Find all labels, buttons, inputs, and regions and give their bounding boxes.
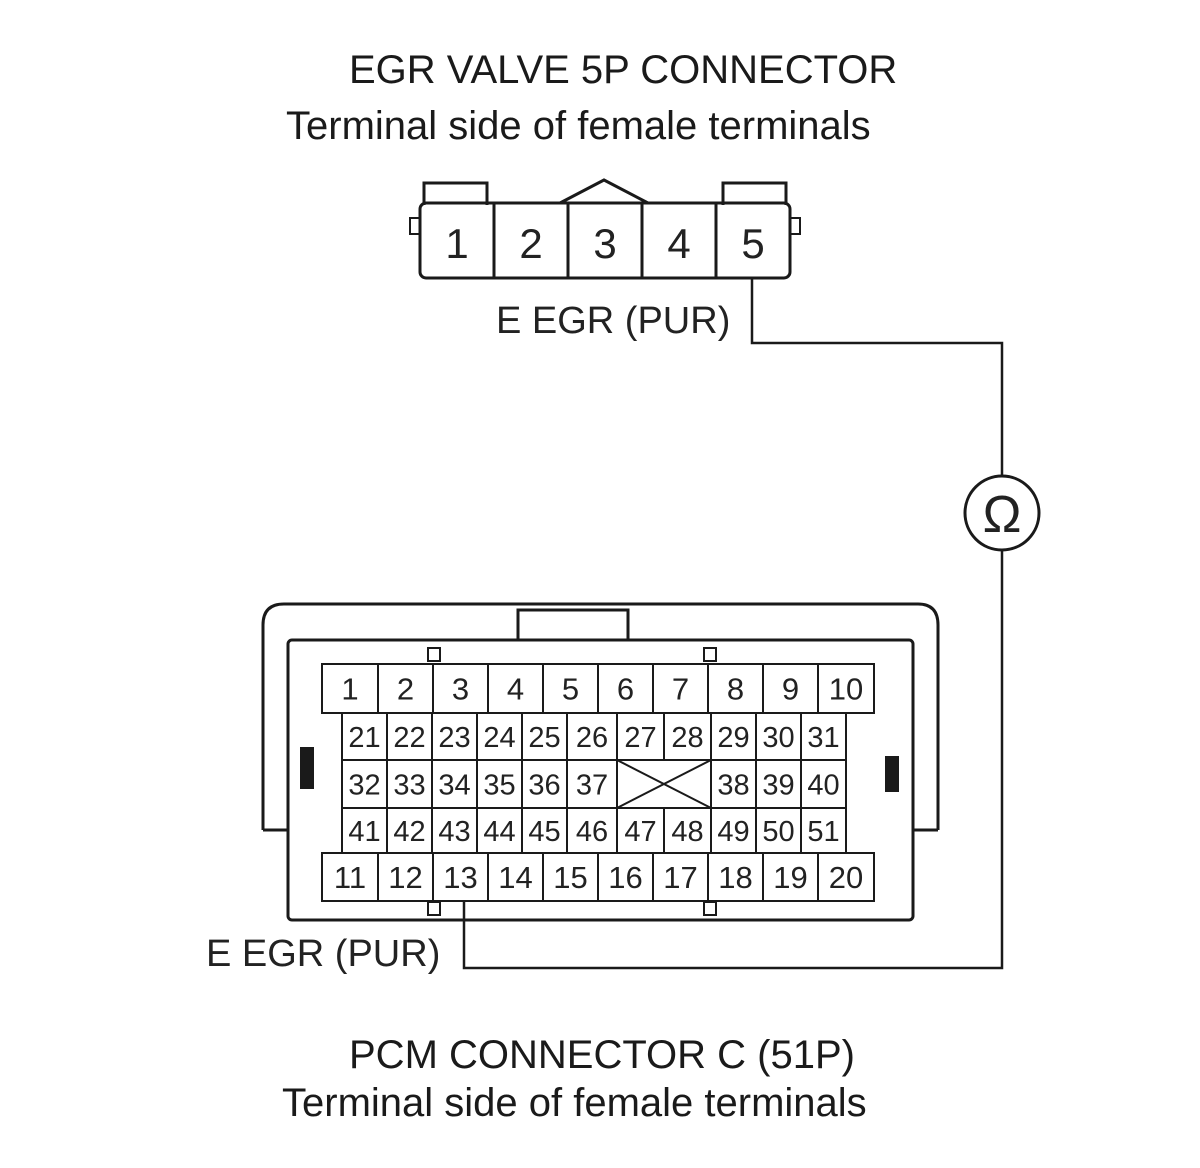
- test-wiring: [462, 278, 1004, 970]
- pcm-key-mark: [703, 901, 717, 916]
- pcm-terminal-49: 49: [717, 816, 749, 848]
- pcm-terminal-40: 40: [807, 769, 839, 801]
- pcm-terminal-18: 18: [718, 860, 752, 895]
- pcm-key-mark: [703, 647, 717, 662]
- pcm-terminal-11: 11: [334, 860, 366, 895]
- pcm-terminal-35: 35: [483, 769, 515, 801]
- pcm-left-latch: [300, 747, 314, 789]
- pcm-terminal-8: 8: [727, 672, 744, 707]
- pcm-terminal-20: 20: [829, 860, 863, 895]
- pcm-terminal-23: 23: [438, 722, 470, 754]
- pcm-terminal-43: 43: [438, 816, 470, 848]
- pcm-terminal-9: 9: [782, 672, 799, 707]
- pcm-terminal-25: 25: [528, 722, 560, 754]
- egr-wire-lead: [750, 278, 1004, 475]
- egr-terminal-4: 4: [667, 220, 690, 267]
- pcm-terminal-41: 41: [348, 816, 380, 848]
- ohmmeter-circle: [963, 474, 1041, 552]
- egr-terminal-3: 3: [593, 220, 616, 267]
- egr-right-latch: [721, 181, 788, 205]
- pcm-connector-subtitle: Terminal side of female terminals: [282, 1081, 867, 1125]
- pcm-terminal-4: 4: [507, 672, 524, 707]
- pcm-terminal-33: 33: [393, 769, 425, 801]
- pcm-terminal-5: 5: [562, 672, 579, 707]
- pcm-cell-20: [817, 852, 875, 902]
- ohmmeter-icon: Ω: [963, 474, 1041, 552]
- pcm-terminal-30: 30: [762, 722, 794, 754]
- egr-terminal-5: 5: [741, 220, 764, 267]
- pcm-terminal-39: 39: [762, 769, 794, 801]
- pcm-terminal-3: 3: [452, 672, 469, 707]
- pcm-key-mark: [427, 901, 441, 916]
- pcm-terminal-14: 14: [498, 860, 532, 895]
- pcm-terminal-2: 2: [397, 672, 414, 707]
- pcm-terminal-27: 27: [624, 722, 656, 754]
- pcm-terminal-42: 42: [393, 816, 425, 848]
- pcm-terminal-45: 45: [528, 816, 560, 848]
- pcm-terminal-24: 24: [483, 722, 515, 754]
- pcm-top-lock-tab: [516, 608, 630, 640]
- pcm-terminal-37: 37: [576, 769, 608, 801]
- egr-key-tab: [559, 178, 649, 205]
- pcm-terminal-1: 1: [341, 672, 358, 707]
- pcm-right-latch: [885, 756, 899, 792]
- pcm-connector-title: PCM CONNECTOR C (51P): [349, 1033, 855, 1077]
- pcm-terminal-6: 6: [617, 672, 634, 707]
- pcm-terminal-31: 31: [807, 722, 839, 754]
- pcm-key-mark: [427, 647, 441, 662]
- pcm-terminal-26: 26: [576, 722, 608, 754]
- pcm-terminal-47: 47: [624, 816, 656, 848]
- egr-connector-subtitle: Terminal side of female terminals: [286, 104, 871, 148]
- egr-terminal-1: 1: [445, 220, 468, 267]
- egr-left-clip: [409, 217, 420, 235]
- pcm-wire-lead: [462, 551, 1004, 970]
- egr-terminal-2: 2: [519, 220, 542, 267]
- pcm-terminal-29: 29: [717, 722, 749, 754]
- pcm-terminal-38: 38: [717, 769, 749, 801]
- pcm-inner-housing: [286, 638, 915, 922]
- pcm-terminal-34: 34: [438, 769, 470, 801]
- pcm-terminal-13: 13: [443, 860, 477, 895]
- pcm-terminal-22: 22: [393, 722, 425, 754]
- pcm-terminal-51: 51: [807, 816, 839, 848]
- egr-left-latch: [422, 181, 489, 205]
- pcm-terminal-21: 21: [348, 722, 380, 754]
- egr-connector: [409, 178, 801, 280]
- pcm-terminal-7: 7: [672, 672, 689, 707]
- pcm-terminal-28: 28: [671, 722, 703, 754]
- pcm-terminal-50: 50: [762, 816, 794, 848]
- egr-wire-label: E EGR (PUR): [496, 300, 730, 342]
- pcm-connector: [261, 602, 940, 922]
- egr-connector-body: [418, 201, 792, 280]
- pcm-wire-label: E EGR (PUR): [206, 933, 440, 975]
- egr-right-clip: [790, 217, 801, 235]
- pcm-terminal-48: 48: [671, 816, 703, 848]
- pcm-terminal-17: 17: [663, 860, 697, 895]
- pcm-terminal-16: 16: [608, 860, 642, 895]
- egr-connector-title: EGR VALVE 5P CONNECTOR: [349, 48, 898, 92]
- pcm-terminal-10: 10: [829, 672, 863, 707]
- pcm-terminal-36: 36: [528, 769, 560, 801]
- pcm-terminal-15: 15: [553, 860, 587, 895]
- egr-terminal-labels: 1 2 3 4 5: [445, 220, 764, 267]
- pcm-terminal-32: 32: [348, 769, 380, 801]
- pcm-terminal-44: 44: [483, 816, 515, 848]
- pcm-outer-housing: [261, 602, 940, 830]
- pcm-terminal-46: 46: [576, 816, 608, 848]
- ohm-symbol: Ω: [983, 486, 1022, 544]
- pcm-blank-cross: [616, 759, 712, 809]
- pcm-terminal-12: 12: [388, 860, 422, 895]
- pcm-terminal-19: 19: [773, 860, 807, 895]
